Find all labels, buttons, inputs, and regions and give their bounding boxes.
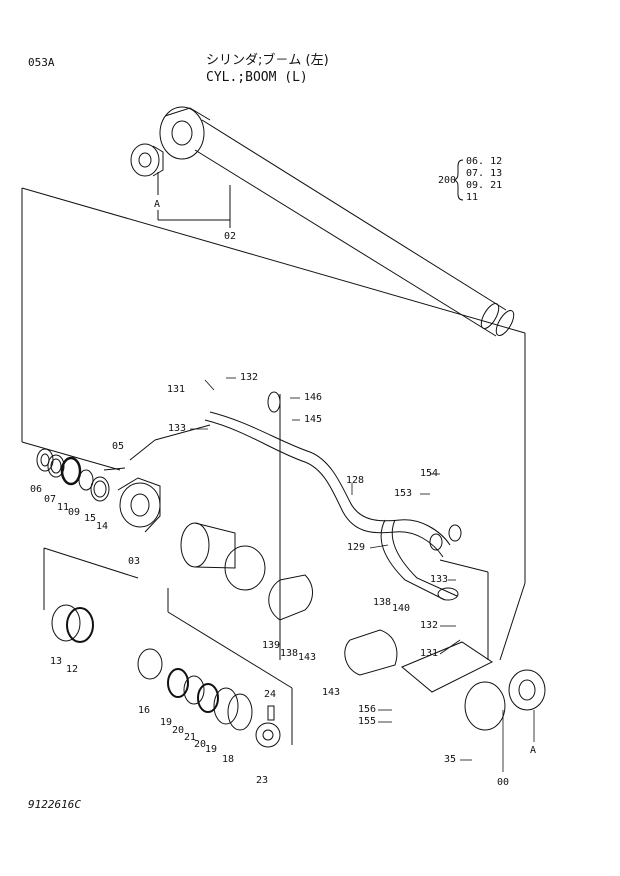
part-label: 138 <box>280 648 299 659</box>
part-label: 143 <box>298 652 317 663</box>
part-label: 02 <box>224 231 237 242</box>
part-label: 19 <box>160 717 173 728</box>
part-label: 03 <box>128 556 141 567</box>
part-label: 146 <box>304 392 323 403</box>
part-label: 14 <box>96 521 109 532</box>
serial-code: 06. 12 <box>466 156 503 167</box>
serial-code: 07. 13 <box>466 168 503 179</box>
serial-code: 11 <box>466 192 479 203</box>
part-label: 21 <box>184 732 197 743</box>
part-label: 09 <box>68 507 81 518</box>
part-label: 145 <box>304 414 323 425</box>
piston-rod <box>131 107 517 338</box>
part-label: 133 <box>430 574 449 585</box>
drawing-number: 9122616C <box>28 798 81 811</box>
part-label: 153 <box>394 488 413 499</box>
clamps <box>269 575 458 675</box>
part-label: 143 <box>322 687 341 698</box>
part-label: 129 <box>347 542 366 553</box>
rod-seals <box>37 449 125 501</box>
part-label: 131 <box>420 648 439 659</box>
part-label: 132 <box>420 620 439 631</box>
part-label: 131 <box>167 384 186 395</box>
serial-code: 09. 21 <box>466 180 503 191</box>
part-label: 154 <box>420 468 439 479</box>
part-label: A <box>530 745 537 756</box>
part-label: 23 <box>256 775 269 786</box>
part-label: 00 <box>497 777 510 788</box>
part-label: 24 <box>264 689 277 700</box>
title-japanese: シリンダ;ブ－ム (左) <box>206 53 329 68</box>
cylinder-tube <box>181 523 545 730</box>
part-label: 132 <box>240 372 259 383</box>
part-label: 16 <box>138 705 151 716</box>
serial-prefix: 200 <box>438 175 457 186</box>
part-label: 20 <box>194 739 207 750</box>
part-label: 05 <box>112 441 125 452</box>
piping <box>205 392 461 660</box>
part-label: 140 <box>392 603 411 614</box>
part-label: A <box>154 199 161 210</box>
part-label: 133 <box>168 423 187 434</box>
part-label: 13 <box>50 656 63 667</box>
part-label: 156 <box>358 704 377 715</box>
part-label: 18 <box>222 754 235 765</box>
title-english: CYL.;BOOM (L) <box>206 70 308 85</box>
part-label: 11 <box>57 502 70 513</box>
part-label: 138 <box>373 597 392 608</box>
part-label: 128 <box>346 475 365 486</box>
part-label: 139 <box>262 640 281 651</box>
part-label: 19 <box>205 744 218 755</box>
part-label: 20 <box>172 725 185 736</box>
part-label: 06 <box>30 484 43 495</box>
part-label: 12 <box>66 664 79 675</box>
part-label: 15 <box>84 513 97 524</box>
frame-lines <box>22 188 525 745</box>
piston-assembly <box>52 605 280 747</box>
page-code: 053A <box>28 56 55 69</box>
part-label: 07 <box>44 494 57 505</box>
cylinder-head <box>118 425 210 532</box>
leader-lines <box>190 378 534 772</box>
part-label: 155 <box>358 716 377 727</box>
part-label: 35 <box>444 754 457 765</box>
